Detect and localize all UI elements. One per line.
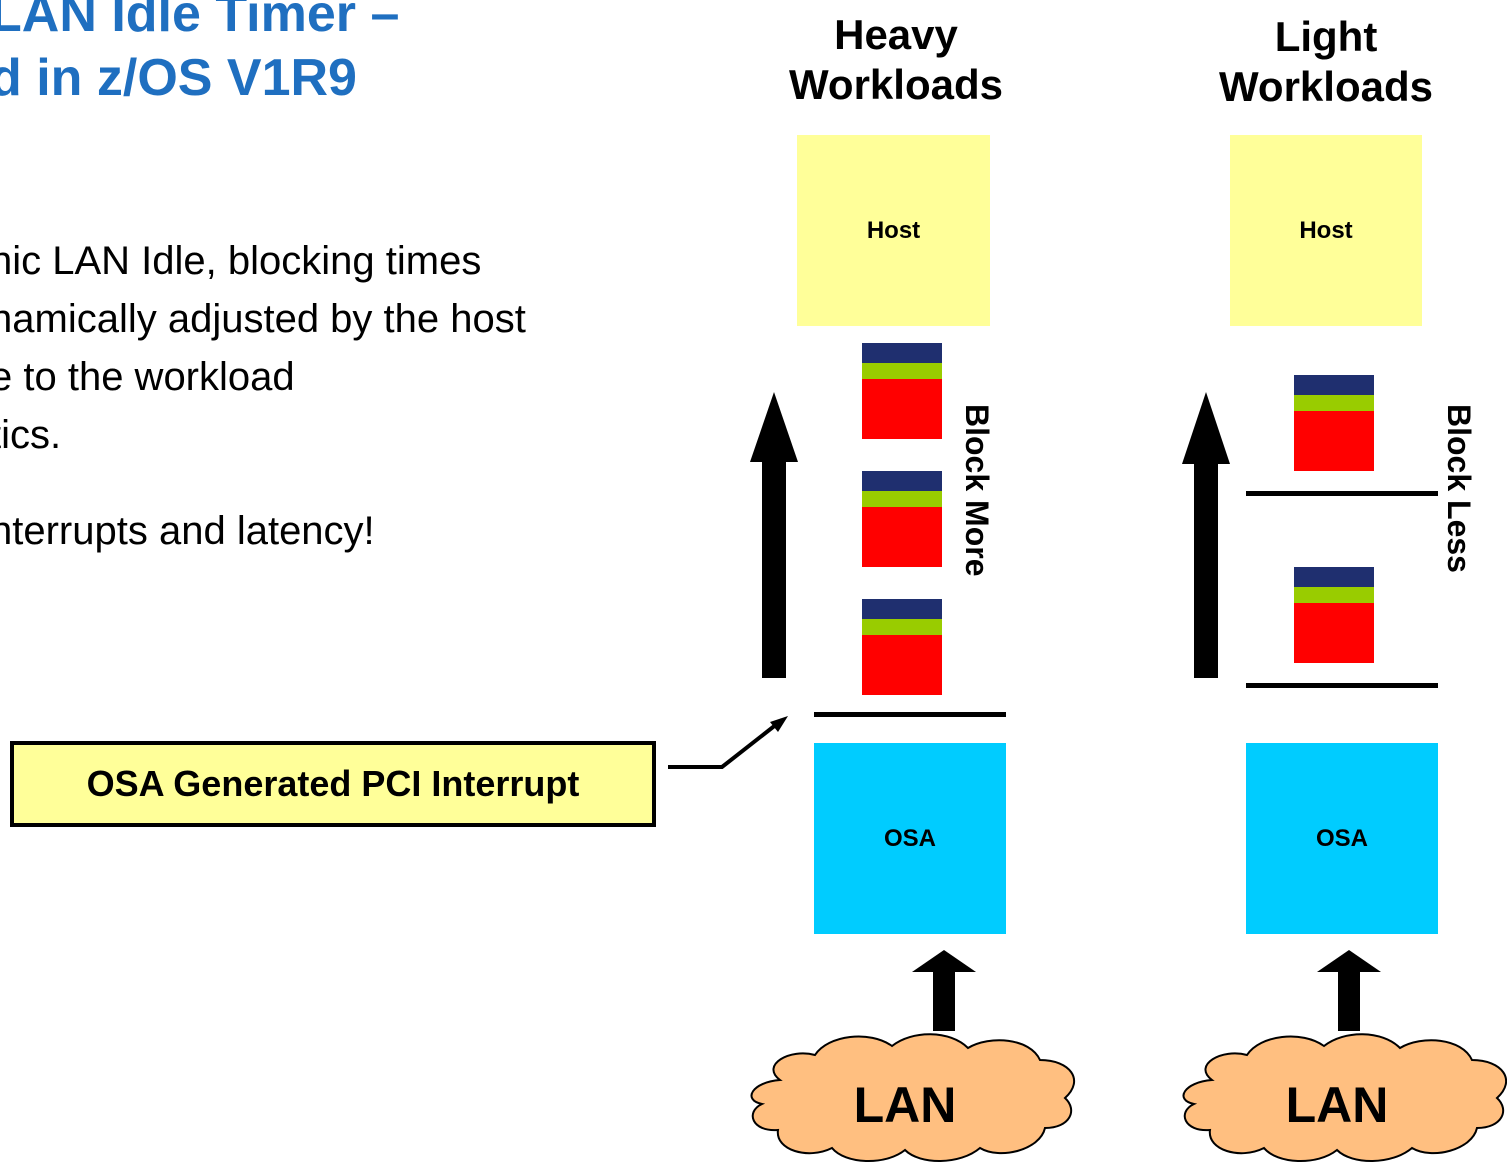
light-workloads-heading: Light Workloads — [1198, 12, 1454, 112]
light-packet — [1294, 375, 1374, 471]
heavy-workloads-heading: Heavy Workloads — [768, 10, 1024, 110]
light-block-boundary — [1246, 683, 1438, 688]
block-less-label: Block Less — [1441, 404, 1477, 573]
heavy-block-boundary — [814, 712, 1006, 717]
bullet-text-1: nic LAN Idle, blocking times namically a… — [0, 232, 526, 464]
light-packet — [1294, 567, 1374, 663]
light-lan-label: LAN — [1285, 1077, 1389, 1133]
light-lan-cloud — [1182, 1033, 1507, 1162]
heavy-upward-arrow — [750, 392, 798, 678]
heavy-packet — [862, 343, 942, 439]
heavy-packet — [862, 471, 942, 567]
callout-connector-line — [668, 718, 784, 769]
heavy-host-box: Host — [797, 135, 990, 326]
slide-title: LAN Idle Timer – d in z/OS V1R9 — [0, 0, 399, 110]
block-more-label: Block More — [959, 404, 995, 577]
heavy-lan-arrow — [912, 950, 976, 1031]
bullet-line: tics. — [0, 413, 62, 457]
heavy-lan-cloud — [750, 1033, 1076, 1162]
heading-line: Light — [1274, 13, 1378, 60]
slide-title-line1: LAN Idle Timer – — [0, 0, 400, 43]
heading-line: Workloads — [789, 61, 1003, 108]
heavy-osa-box: OSA — [814, 743, 1006, 934]
light-lan-arrow — [1317, 950, 1381, 1031]
bullet-text-2: nterrupts and latency! — [0, 509, 375, 553]
light-block-boundary — [1246, 491, 1438, 496]
heading-line: Heavy — [834, 11, 958, 58]
slide-title-line2: d in z/OS V1R9 — [0, 49, 357, 107]
light-osa-box: OSA — [1246, 743, 1438, 934]
heavy-packet — [862, 599, 942, 695]
light-upward-arrow — [1182, 392, 1230, 678]
heavy-lan-label: LAN — [853, 1077, 957, 1133]
bullet-line: nic LAN Idle, blocking times — [0, 239, 482, 283]
bullet-line: e to the workload — [0, 355, 295, 399]
pci-interrupt-callout: OSA Generated PCI Interrupt — [10, 741, 656, 827]
light-host-box: Host — [1230, 135, 1422, 326]
callout-connector-arrowhead — [770, 716, 788, 732]
heading-line: Workloads — [1219, 63, 1433, 110]
bullet-line: namically adjusted by the host — [0, 297, 526, 341]
